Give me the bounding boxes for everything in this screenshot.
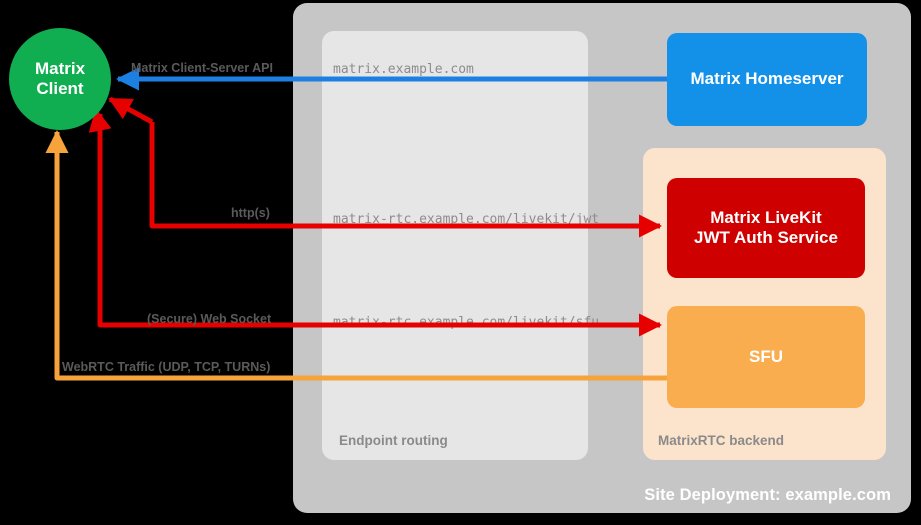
endpoint-text-sfu: matrix-rtc.example.com/livekit/sfu <box>333 315 600 330</box>
edge-label-client-server-api: Matrix Client-Server API <box>131 61 273 75</box>
node-matrix-homeserver[interactable]: Matrix Homeserver <box>667 33 867 126</box>
node-sfu-label: SFU <box>749 346 783 366</box>
edge-label-websocket: (Secure) Web Socket <box>147 312 272 326</box>
node-matrix-livekit-jwt-auth-service[interactable]: Matrix LiveKit JWT Auth Service <box>667 178 865 278</box>
node-sfu[interactable]: SFU <box>667 306 865 408</box>
site-deployment-label: Site Deployment: example.com <box>644 486 891 504</box>
endpoint-routing-group: Endpoint routing <box>322 31 588 460</box>
edge-label-https: http(s) <box>231 206 270 220</box>
endpoint-text-matrix: matrix.example.com <box>333 62 474 77</box>
matrixrtc-backend-label: MatrixRTC backend <box>658 433 785 448</box>
node-matrix-client[interactable]: Matrix Client <box>9 28 111 130</box>
endpoint-text-jwt: matrix-rtc.example.com/livekit/jwt <box>333 212 600 227</box>
endpoint-routing-label: Endpoint routing <box>339 433 448 448</box>
node-jwt-auth-line1: Matrix LiveKit <box>710 207 822 227</box>
node-matrix-client-line2: Client <box>36 79 84 98</box>
node-matrix-homeserver-label: Matrix Homeserver <box>690 69 844 89</box>
node-jwt-auth-line2: JWT Auth Service <box>694 228 838 247</box>
edge-label-webrtc-traffic: WebRTC Traffic (UDP, TCP, TURNs) <box>62 360 271 374</box>
node-matrix-client-line1: Matrix <box>34 58 86 78</box>
